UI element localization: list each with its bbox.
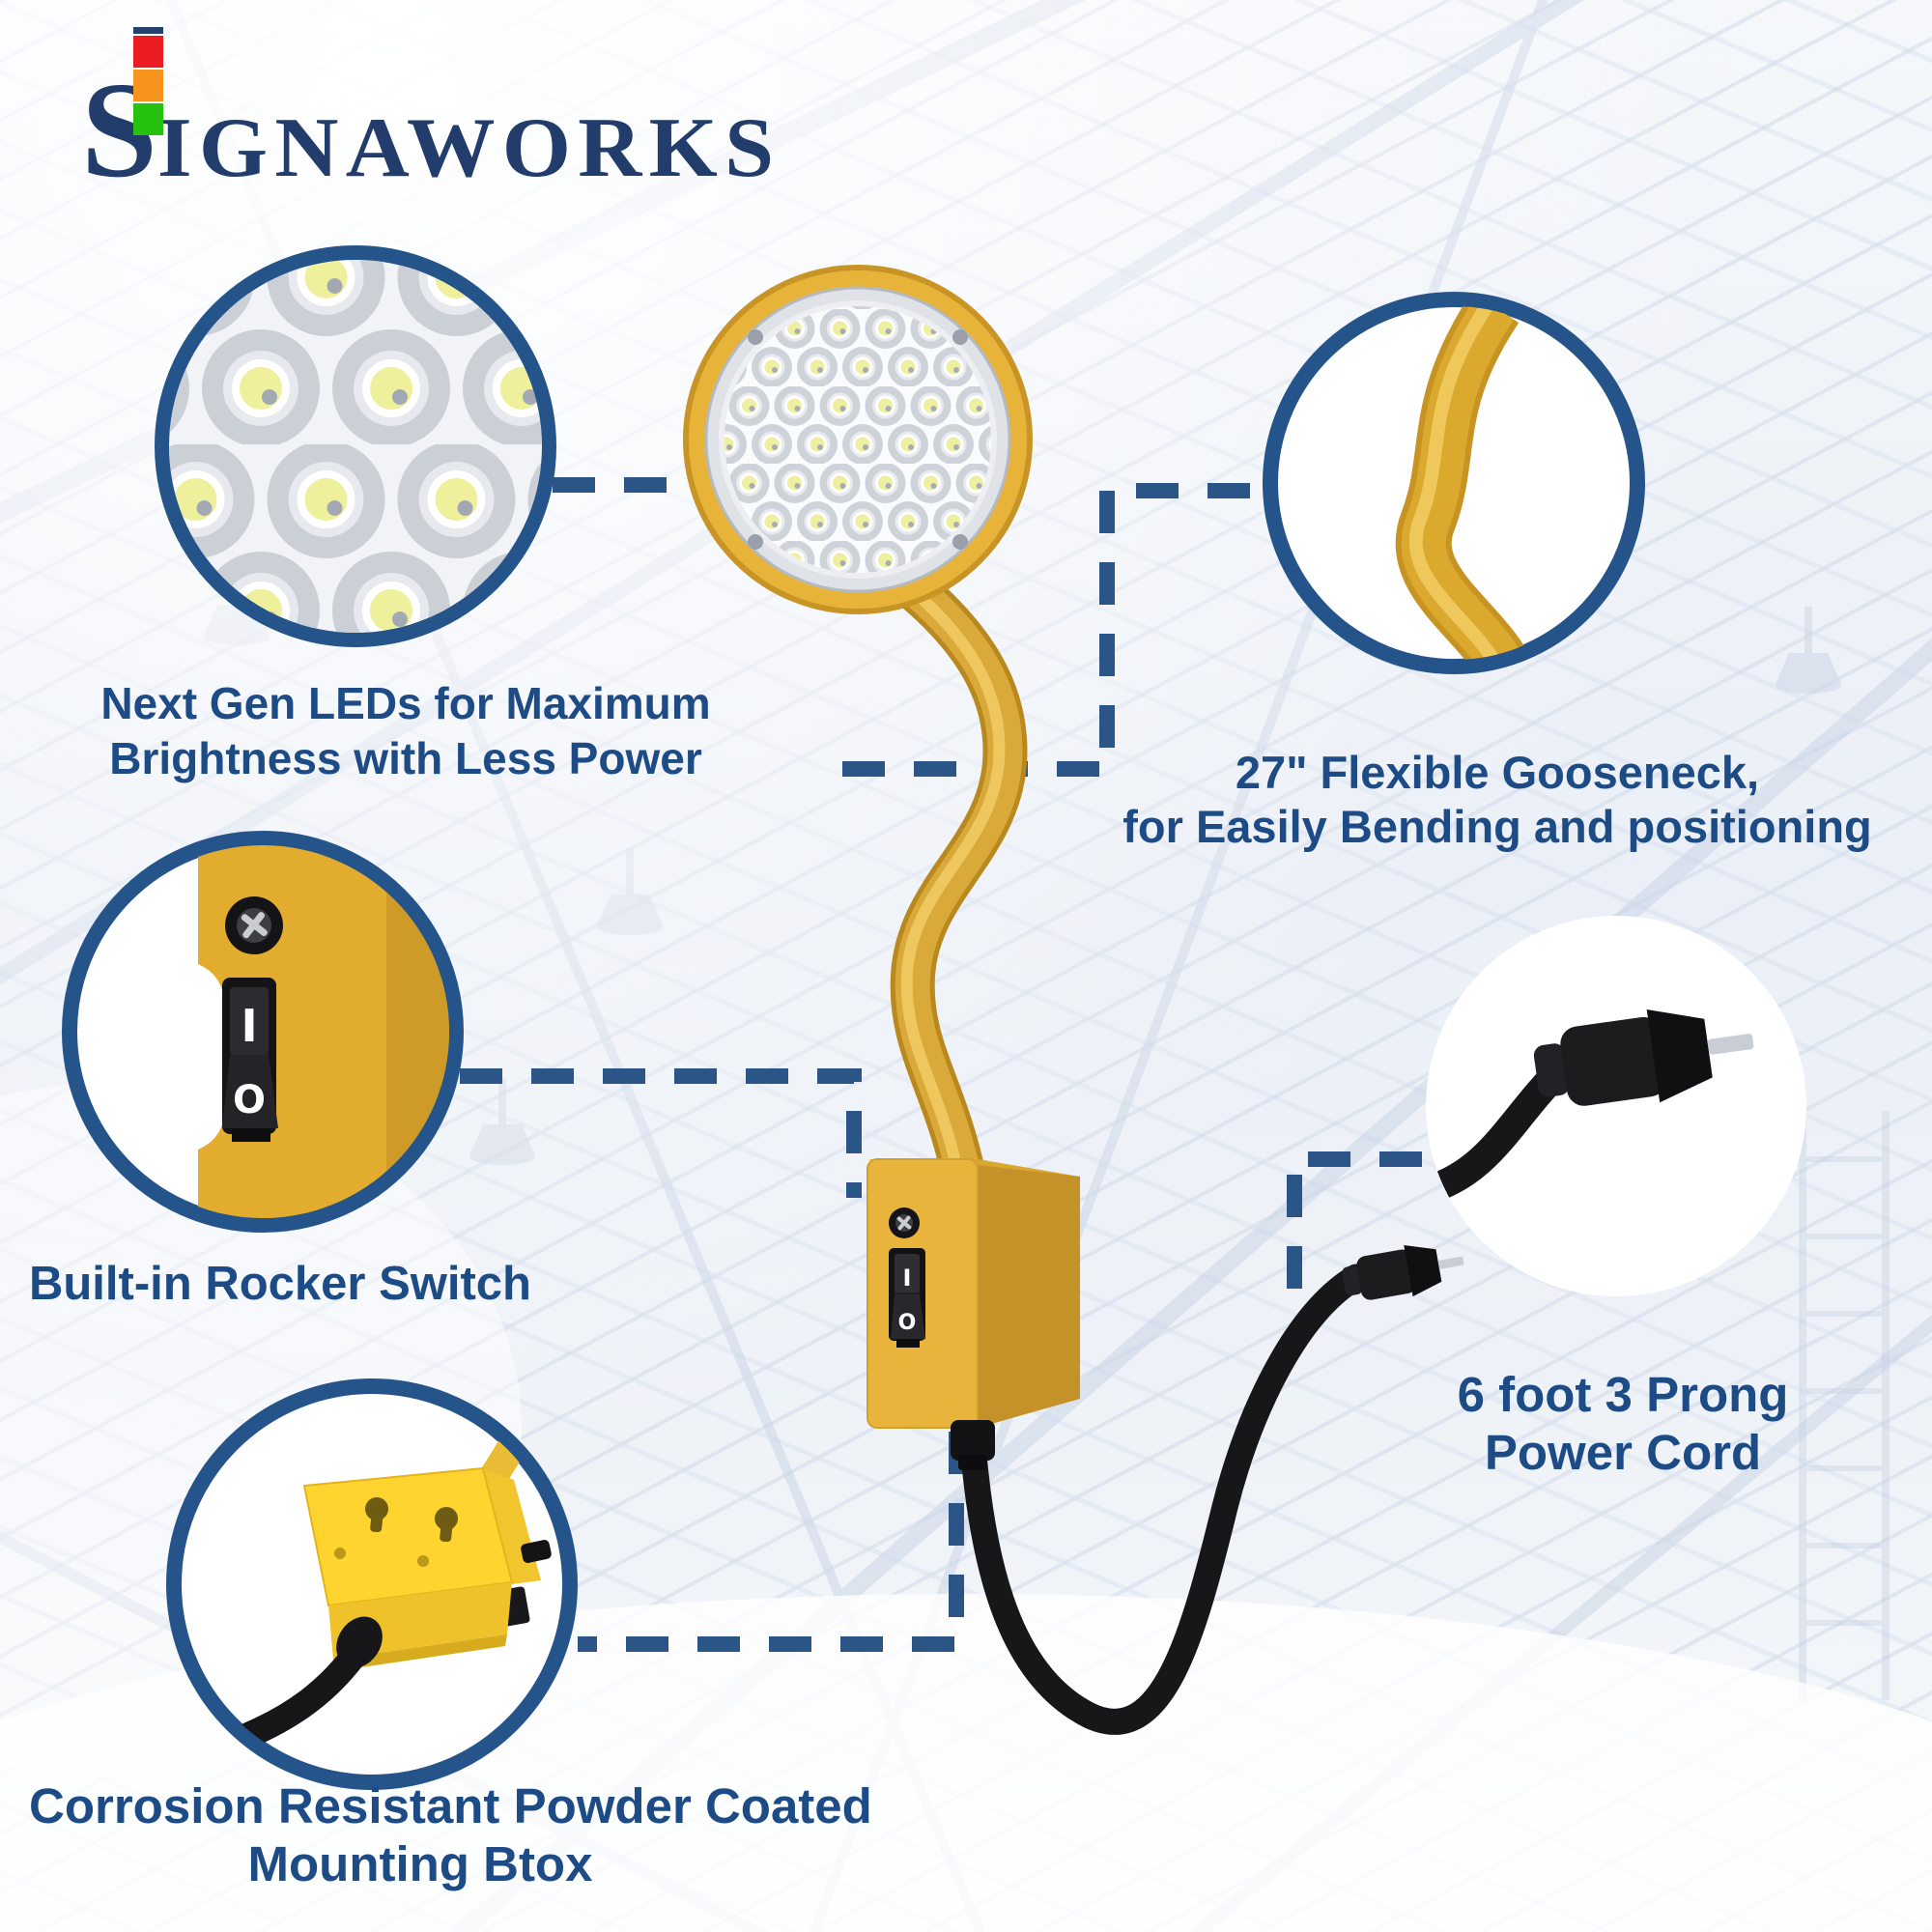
feature-caption-leds: Next Gen LEDs for Maximum Brightness wit… <box>58 676 753 786</box>
traffic-light-icon <box>133 27 163 135</box>
caption-line: Mounting Btox <box>247 1836 593 1891</box>
box-screw <box>889 1208 920 1238</box>
box-switch-on-label: I <box>903 1264 912 1292</box>
feature-caption-cord: 6 foot 3 Prong Power Cord <box>1391 1366 1855 1482</box>
caption-line: Next Gen LEDs for Maximum <box>100 678 711 728</box>
box-switch-off-label: O <box>898 1311 917 1335</box>
zoom-cord-gland <box>236 1616 383 1748</box>
zoom-plug-prong <box>1707 1034 1754 1055</box>
caption-line: for Easily Bending and positioning <box>1122 801 1872 852</box>
caption-line: 6 foot 3 Prong <box>1457 1367 1789 1422</box>
zoom-power-plug <box>1533 1009 1754 1106</box>
callout-rocker-circle: I O <box>62 831 464 1233</box>
caption-line: Power Cord <box>1484 1425 1762 1480</box>
callout-gooseneck-circle <box>1263 292 1645 674</box>
ring-screws <box>748 329 968 550</box>
caption-line: Brightness with Less Power <box>109 733 702 783</box>
plug-prong <box>1437 1256 1464 1269</box>
traffic-light-amber <box>133 68 163 101</box>
traffic-light-green <box>133 101 163 135</box>
caption-line: Corrosion Resistant Powder Coated <box>29 1778 872 1833</box>
feature-caption-rocker: Built-in Rocker Switch <box>19 1256 541 1312</box>
dashed-connector-mounting <box>578 1432 964 1652</box>
power-cord <box>960 1264 1370 1735</box>
box-rocker-switch: I O <box>889 1248 925 1348</box>
dashed-connector-cord <box>1287 1151 1435 1289</box>
lamp-head <box>683 265 1033 614</box>
power-plug <box>1342 1244 1464 1300</box>
zoom-screw <box>225 896 283 954</box>
caption-line: Built-in Rocker Switch <box>28 1258 531 1310</box>
zoom-keyholes <box>365 1497 458 1543</box>
brand-logo-text: IGNAWORKS <box>156 101 781 195</box>
feature-caption-mounting: Corrosion Resistant Powder Coated Mounti… <box>29 1777 872 1893</box>
callout-leds-circle <box>155 245 556 647</box>
zoom-switch-on-label: I <box>241 1000 257 1052</box>
traffic-light-cap <box>133 27 163 34</box>
traffic-light-red <box>133 34 163 68</box>
gooseneck <box>881 557 1028 1186</box>
zoom-box-top <box>302 1466 514 1607</box>
cord-gland <box>951 1420 995 1470</box>
callout-mounting-circle <box>166 1378 578 1790</box>
zoom-switch-off-label: O <box>233 1078 266 1122</box>
dashed-connector-rocker <box>460 1068 862 1198</box>
switch-box: I O <box>867 1158 1080 1429</box>
callout-plug-circle <box>1426 916 1806 1296</box>
feature-caption-gooseneck: 27" Flexible Gooseneck, for Easily Bendi… <box>1072 746 1922 854</box>
zoom-rocker-switch: I O <box>222 978 278 1142</box>
caption-line: 27" Flexible Gooseneck, <box>1235 747 1760 798</box>
